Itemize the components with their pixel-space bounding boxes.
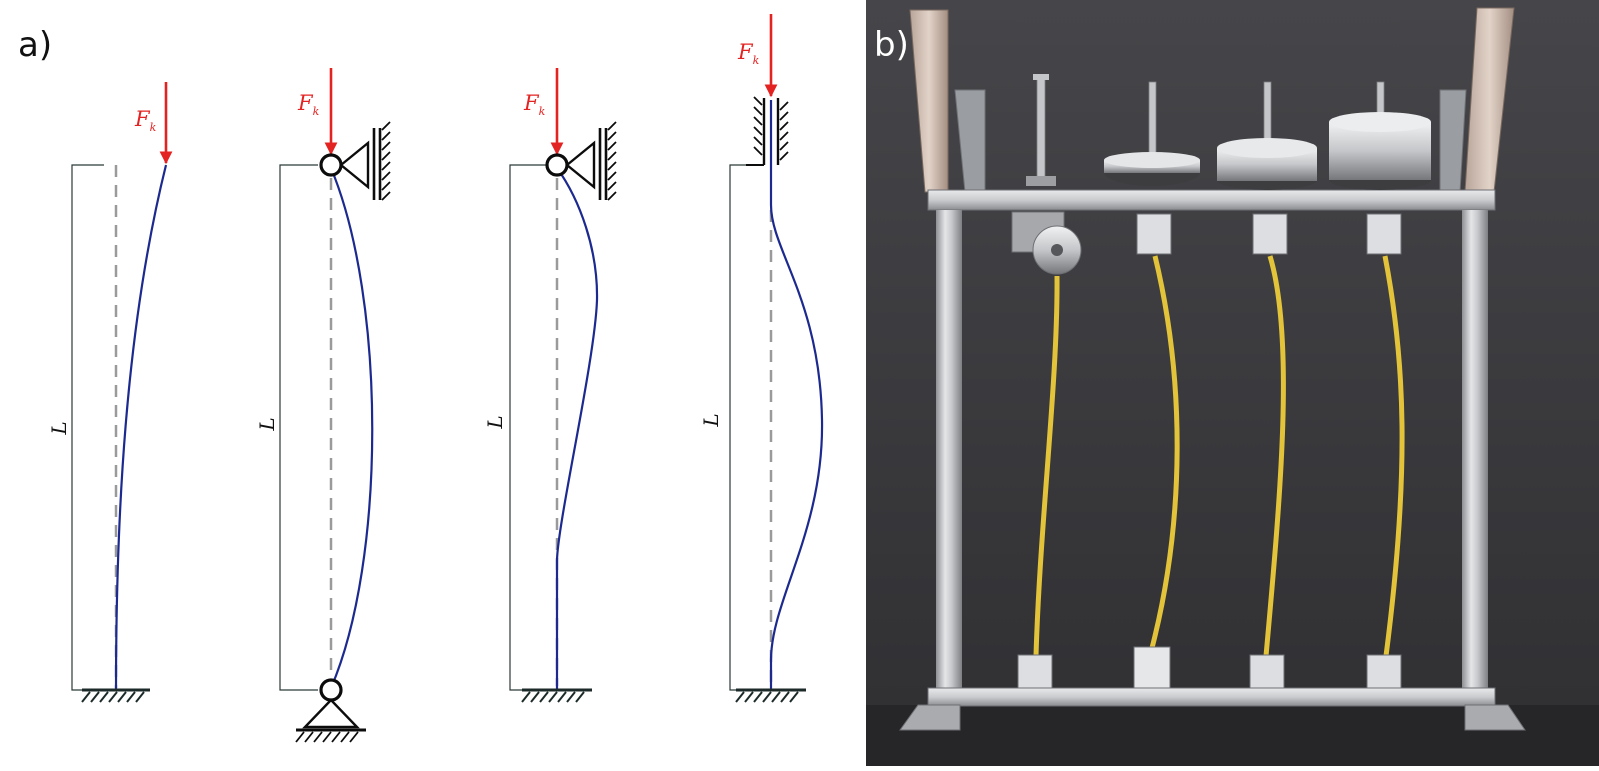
frame-top-beam (927, 189, 1496, 211)
panel-b-photo (866, 0, 1599, 766)
length-dimension-line (279, 164, 318, 691)
length-dimension-line (729, 164, 762, 691)
buckled-shape (555, 167, 599, 690)
frame-foot-left (899, 704, 961, 731)
weight-stack-3 (1217, 81, 1317, 190)
frame-post-left (936, 210, 962, 688)
top-fixture-2 (1136, 213, 1172, 255)
load-label: Fk (134, 107, 157, 134)
specimen-rod-2 (1149, 255, 1180, 649)
panel-label-a: a) (18, 25, 53, 65)
weight-stack-1 (1026, 74, 1056, 186)
buckled-shape (769, 100, 824, 690)
roller-support-top (545, 121, 617, 201)
column-pinned-pinned: Fk L (255, 68, 391, 743)
length-label: L (483, 415, 507, 429)
length-label: L (47, 421, 71, 435)
pinned-support-bottom (295, 678, 366, 743)
bottom-fixture-2 (1133, 646, 1171, 689)
frame-post-right (1462, 210, 1488, 688)
column-fixed-fixed: Fk L (699, 14, 824, 703)
length-label: L (255, 417, 279, 431)
frame-foot-right (1464, 704, 1526, 731)
buckled-shape (114, 164, 168, 691)
specimen-rod-3 (1263, 255, 1286, 657)
length-dimension-line (509, 164, 546, 691)
bottom-fixture-3 (1249, 654, 1285, 689)
guided-clamp-top (746, 96, 789, 166)
roller-support-top (319, 121, 391, 201)
column-fixed-pinned: Fk L (483, 68, 617, 703)
bottom-fixture-4 (1366, 654, 1402, 689)
length-dimension-line (71, 164, 104, 691)
fixed-support (521, 688, 592, 703)
specimen-rod-1 (1033, 275, 1060, 657)
buckled-shape (329, 167, 374, 689)
panel-label-b: b) (874, 25, 909, 65)
load-label: Fk (297, 91, 320, 118)
top-plate-left (909, 9, 986, 193)
bottom-fixture-1 (1017, 654, 1053, 689)
load-label: Fk (523, 91, 546, 118)
length-label: L (699, 413, 723, 427)
top-fixture-1 (1011, 211, 1082, 275)
top-fixture-3 (1252, 213, 1288, 255)
frame-bottom-beam (927, 687, 1496, 707)
top-fixture-4 (1366, 213, 1402, 255)
top-plate-right (1439, 7, 1515, 193)
specimen-rod-4 (1382, 255, 1405, 657)
fixed-support (735, 688, 806, 703)
fixed-support (81, 688, 150, 703)
weight-stack-4 (1329, 81, 1431, 190)
column-fixed-free: Fk L (47, 82, 173, 703)
weight-stack-2 (1104, 81, 1200, 186)
load-label: Fk (737, 40, 760, 67)
panel-a-diagram: Fk L Fk L (47, 14, 824, 743)
